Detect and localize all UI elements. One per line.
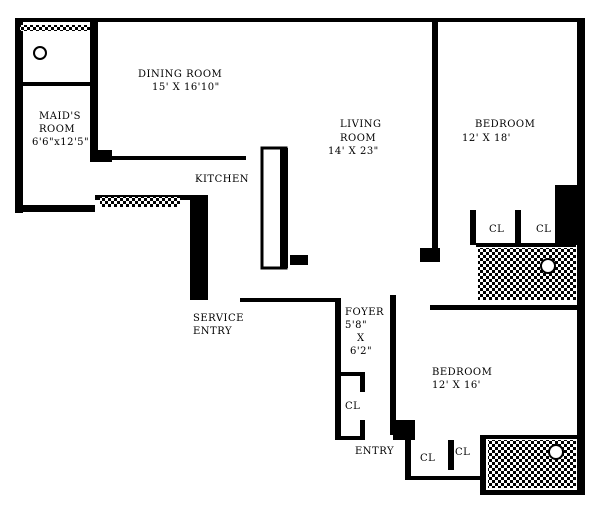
dining-bottom-wall xyxy=(96,156,246,160)
outer-wall-bottom xyxy=(480,490,585,495)
closet-label: CL xyxy=(536,224,552,235)
kitchen-appliances xyxy=(100,197,180,207)
outer-wall-right xyxy=(577,18,585,493)
dining-left-wall xyxy=(90,22,98,162)
service-wall xyxy=(190,195,208,300)
sink-icon xyxy=(33,46,47,60)
foyer-label: FOYER xyxy=(345,307,385,318)
bedroom2-size: 12' X 16' xyxy=(432,380,481,391)
bedroom1-label: BEDROOM xyxy=(475,119,536,130)
living-room-label: LIVING xyxy=(340,119,382,130)
closet-label: CL xyxy=(420,453,436,464)
dining-room-size: 15' X 16'10" xyxy=(152,82,220,93)
sink-icon xyxy=(540,258,556,274)
foyer-width: 5'8" xyxy=(345,320,368,331)
service-entry-wall xyxy=(240,298,340,302)
foyer-x: X xyxy=(357,333,365,344)
maids-bottom-wall xyxy=(15,205,95,212)
maids-room-size: 6'6"x12'5" xyxy=(32,137,90,148)
closet-label: CL xyxy=(489,224,505,235)
dining-room-label: DINING ROOM xyxy=(138,69,223,80)
maids-room-label-2: ROOM xyxy=(39,124,76,135)
service-entry-label: SERVICE xyxy=(193,313,244,324)
outer-wall-top xyxy=(15,18,585,22)
living-room-label-2: ROOM xyxy=(340,133,377,144)
closet-label: CL xyxy=(345,401,361,412)
foyer-height: 6'2" xyxy=(350,346,373,357)
service-entry-label-2: ENTRY xyxy=(193,326,233,337)
living-room-size: 14' X 23" xyxy=(328,146,379,157)
bathroom-2 xyxy=(488,440,576,488)
outer-wall-left xyxy=(15,18,23,213)
bedroom1-size: 12' X 18' xyxy=(462,133,511,144)
kitchen-label: KITCHEN xyxy=(195,174,250,185)
bedroom2-top-wall xyxy=(430,305,580,310)
sink-icon xyxy=(548,444,564,460)
maids-room-label: MAID'S xyxy=(39,111,82,122)
bedroom-living-wall xyxy=(432,22,438,262)
foyer-right-wall xyxy=(390,295,396,435)
foyer-left-wall xyxy=(335,298,341,438)
maids-top-wall xyxy=(20,82,95,86)
closet-label: CL xyxy=(455,447,471,458)
bathroom-1 xyxy=(478,248,576,300)
bedroom2-label: BEDROOM xyxy=(432,367,493,378)
entry-label: ENTRY xyxy=(355,446,395,457)
